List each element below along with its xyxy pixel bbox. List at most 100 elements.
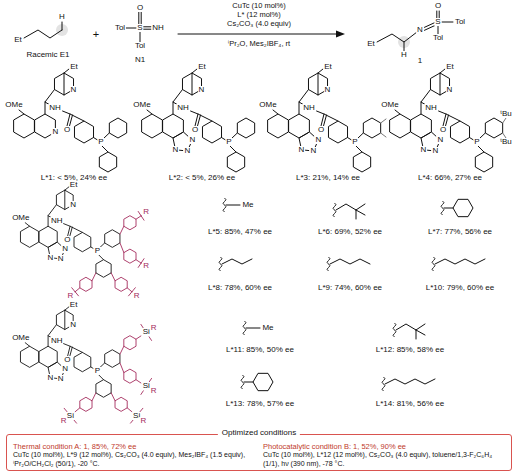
bond-line — [138, 12, 139, 24]
bond-line — [416, 330, 425, 335]
ring — [105, 350, 120, 368]
ring — [109, 118, 126, 138]
ligand-result: L*8: 78%, 60% ee — [207, 284, 273, 292]
atom-label: OMe — [4, 101, 23, 109]
atom-label: Racemic E1 — [25, 51, 70, 59]
ring — [453, 199, 473, 216]
ring — [39, 346, 57, 367]
ligand-result: L*9: 74%, 60% ee — [317, 284, 383, 292]
box-heading: Optimized conditions — [218, 429, 300, 437]
ring — [163, 114, 184, 138]
bond-line — [92, 393, 96, 401]
ring — [237, 118, 254, 138]
bond-line — [92, 273, 96, 281]
atom-label: N — [61, 365, 69, 373]
atom-label: Et — [69, 63, 79, 71]
reaction-condition: Cs₂CO₃ (4.0 equiv) — [226, 20, 292, 28]
bond-line — [140, 32, 141, 42]
ligand-result: L*12: 85%, 58% ee — [375, 346, 446, 354]
atom-label: P — [225, 138, 232, 146]
ring — [328, 121, 347, 143]
bond-line — [356, 210, 365, 215]
bond-line — [24, 30, 62, 38]
ring — [74, 352, 91, 371]
bond-line — [136, 260, 141, 263]
atom-label: H — [400, 51, 408, 59]
bond-line — [439, 11, 440, 18]
bond-line — [64, 73, 65, 95]
bond-line — [444, 208, 453, 209]
atom-label: NH — [302, 104, 316, 112]
ligand-result: L*13: 78%, 57% ee — [225, 400, 296, 408]
atom-label: O — [63, 236, 71, 244]
ring — [115, 277, 127, 291]
ring — [411, 114, 432, 138]
atom-label: R — [142, 208, 150, 216]
atom-label: NH — [424, 104, 438, 112]
bond-line — [136, 336, 141, 339]
atom-label: Et — [69, 181, 79, 189]
bond-line — [356, 210, 357, 219]
atom-label: P — [97, 138, 104, 146]
atom-label: OMe — [132, 101, 151, 109]
bond-line — [149, 337, 151, 341]
atom-label: Et — [323, 63, 333, 71]
atom-label: N — [61, 245, 69, 253]
reaction-condition: CuTc (10 mol%) — [231, 2, 286, 10]
ring — [74, 121, 93, 143]
atom-label: ᵗBu — [499, 110, 513, 118]
atom-label: N — [69, 321, 77, 329]
substituent-drawings — [219, 198, 485, 391]
atom-label: O — [439, 126, 447, 134]
atom-label: H — [58, 13, 66, 21]
ligand-structure — [20, 187, 144, 296]
ligand-structure — [390, 69, 506, 172]
atom-label: Tol — [432, 34, 444, 42]
bond-line — [423, 23, 435, 29]
bond-line — [19, 110, 24, 114]
bond-line — [416, 324, 425, 330]
atom-label: N1 — [134, 56, 146, 64]
atom-label: O — [63, 126, 71, 134]
bond-line — [324, 115, 327, 126]
ligand-structure — [20, 307, 151, 424]
condition-column: Photocatalytic condition B: 1, 52%, 90% … — [263, 442, 505, 468]
ring — [39, 226, 57, 247]
bond-line — [273, 110, 278, 114]
ring — [390, 114, 411, 138]
bond-line — [198, 115, 201, 126]
ligand-result: L*5: 85%, 47% ee — [207, 228, 273, 236]
atom-label: OMe — [258, 101, 277, 109]
bond-line — [141, 391, 143, 395]
atom-label: R — [60, 417, 68, 425]
atom-label: Me — [261, 324, 274, 332]
atom-label: N — [188, 136, 196, 144]
ring — [227, 152, 244, 172]
atom-label: N — [198, 86, 206, 94]
condition-title: Photocatalytic condition B: 1, 52%, 90% … — [263, 442, 505, 451]
ligand-result: L*14: 81%, 56% ee — [375, 400, 446, 408]
atom-label: O — [63, 356, 71, 364]
bond-line — [244, 382, 253, 383]
atom-label: NH — [176, 104, 190, 112]
ring — [124, 369, 136, 383]
bond-line — [127, 288, 132, 292]
atom-label: Et — [69, 301, 79, 309]
bond-line — [136, 216, 141, 219]
bond-line — [385, 379, 435, 384]
atom-label: N — [46, 254, 54, 262]
atom-label: O — [191, 126, 199, 134]
ring — [80, 277, 92, 291]
bond-line — [478, 146, 484, 152]
ring — [353, 152, 370, 172]
ring — [96, 380, 111, 398]
ligand-structure — [14, 69, 127, 172]
atom-label: P — [351, 138, 358, 146]
bond-line — [336, 204, 356, 210]
ring — [115, 397, 127, 411]
atom-label: R — [133, 292, 141, 300]
bond-line — [381, 119, 386, 123]
bond-line — [98, 374, 103, 379]
bond-line — [396, 324, 416, 330]
condition-text: CuTc (10 mol%), L*9 (12 mol%), Cs₂CO₃ (4… — [13, 451, 251, 468]
